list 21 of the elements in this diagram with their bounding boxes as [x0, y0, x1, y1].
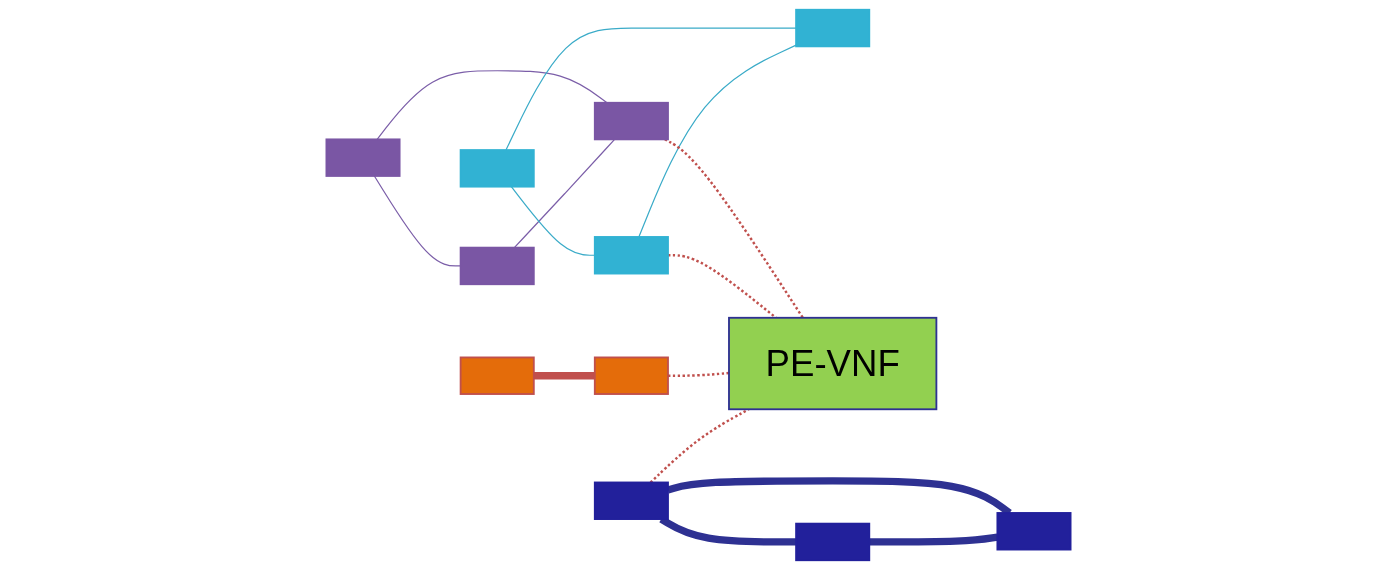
node-box [459, 246, 535, 286]
node-box [795, 8, 871, 48]
connector [638, 44, 797, 238]
node-box [593, 101, 669, 141]
connector [376, 70, 608, 140]
node-box [459, 149, 535, 188]
node-box [593, 236, 669, 275]
node-box [459, 356, 535, 395]
node-box: PE-VNF [728, 316, 938, 411]
node-box [996, 512, 1072, 551]
node-box [593, 481, 669, 520]
node-box [325, 138, 401, 177]
connector [649, 408, 750, 484]
node-box [593, 356, 669, 395]
connector [533, 372, 595, 380]
connector [869, 533, 998, 546]
connector [664, 138, 804, 319]
connector [668, 254, 777, 319]
node-box [795, 522, 871, 562]
connector [513, 138, 616, 249]
connector [505, 27, 797, 151]
